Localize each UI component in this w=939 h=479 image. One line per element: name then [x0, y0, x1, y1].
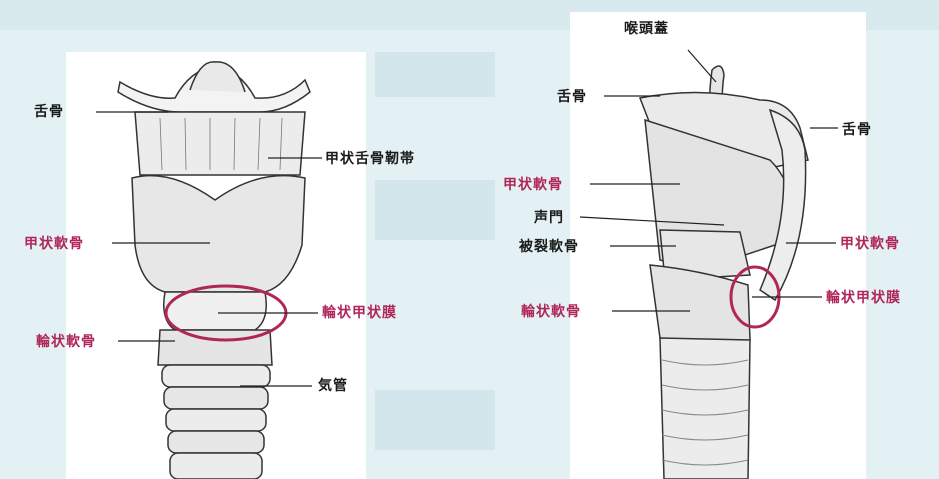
label-thyrohyoid-ligament: 甲状舌骨靭帯: [325, 151, 415, 167]
label-cricothyroid-membrane-front: 輪状甲状膜: [322, 305, 397, 321]
label-thyroid-cartilage-side-right: 甲状軟骨: [840, 236, 900, 252]
trachea-side: [659, 337, 751, 479]
leader-line: [579, 216, 725, 226]
trachea-ring: [169, 452, 263, 479]
front-larynx-drawing: [117, 61, 311, 479]
background-block: [375, 390, 495, 450]
trachea-ring: [161, 364, 271, 388]
label-thyroid-cartilage-front: 甲状軟骨: [24, 236, 84, 252]
label-arytenoid: 被裂軟骨: [519, 239, 579, 255]
label-glottis: 声門: [534, 210, 564, 226]
thyroid-plate-side: [759, 108, 807, 302]
thyrohyoid-membrane: [134, 111, 306, 176]
arytenoid-side: [659, 229, 751, 281]
background-block: [375, 52, 495, 97]
leader-line: [687, 49, 717, 83]
trachea-ring: [167, 430, 265, 454]
label-trachea: 気管: [318, 378, 348, 394]
label-thyroid-cartilage-side-left: 甲状軟骨: [503, 177, 563, 193]
trachea-ring: [163, 386, 269, 410]
label-cricoid-cartilage-front: 輪状軟骨: [36, 334, 96, 350]
thyroid-cartilage-front: [131, 174, 306, 293]
side-larynx-drawing: [638, 65, 809, 479]
trachea-ring: [165, 408, 267, 432]
label-cricoid-cartilage-side: 輪状軟骨: [521, 304, 581, 320]
label-hyoid-side-top: 舌骨: [557, 89, 587, 105]
label-hyoid-side: 舌骨: [842, 122, 872, 138]
background-block: [375, 180, 495, 240]
label-epiglottis: 喉頭蓋: [624, 21, 669, 37]
label-cricothyroid-membrane-side: 輪状甲状膜: [826, 290, 901, 306]
label-hyoid-front: 舌骨: [34, 104, 64, 120]
epiglottis-front: [189, 61, 246, 93]
